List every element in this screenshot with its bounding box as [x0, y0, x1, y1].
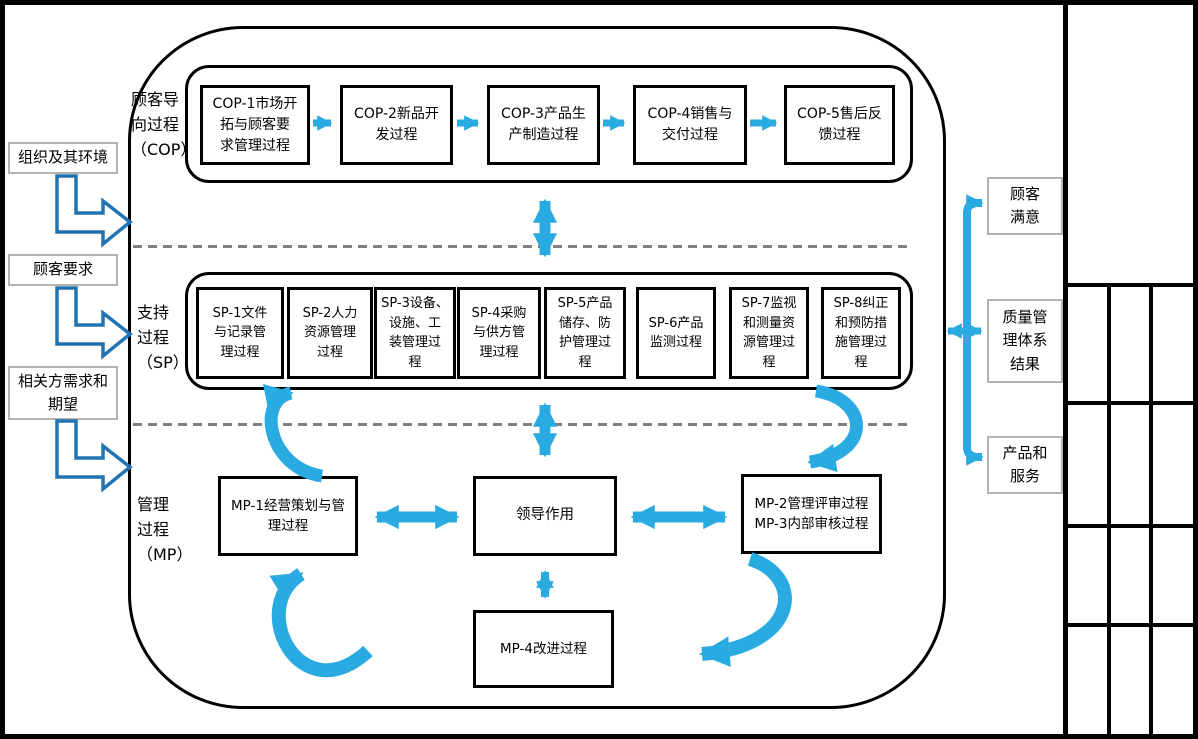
sheet-grid-row-line: [1063, 283, 1198, 287]
output-bracket: [946, 194, 984, 466]
cop-box-1: COP-1市场开 拓与顾客要 求管理过程: [200, 85, 310, 165]
bracket-satisfaction-products: [963, 194, 984, 466]
elbow-arrow-customer-req: [55, 286, 133, 360]
input-box-customer-requirements: 顾客要求: [8, 254, 118, 286]
cop-box-2: COP-2新品开 发过程: [340, 85, 453, 165]
mp2-mp3-box: MP-2管理评审过程 MP-3内部审核过程: [741, 474, 882, 554]
output-box-qms-results: 质量管 理体系 结果: [987, 299, 1063, 383]
cop-box-3: COP-3产品生 产制造过程: [487, 85, 600, 165]
mp1-box: MP-1经营策划与管 理过程: [218, 476, 358, 556]
output-box-products-services: 产品和 服务: [987, 436, 1063, 494]
sheet-grid-col-line: [1149, 283, 1153, 739]
input-elbow-arrows: [55, 174, 133, 493]
elbow-arrow-organization: [55, 174, 133, 248]
output-box-customer-satisfaction: 顾客 满意: [987, 177, 1063, 235]
sp-box-5: SP-5产品 储存、防 护管理过 程: [544, 287, 626, 379]
dashed-separator-top: [133, 245, 912, 248]
sp-box-3: SP-3设备、 设施、工 装管理过 程: [374, 287, 456, 379]
sheet-grid-divider: [1063, 0, 1068, 739]
cop-box-4: COP-4销售与 交付过程: [633, 85, 747, 165]
input-box-organization-environment: 组织及其环境: [8, 142, 118, 174]
leadership-box: 领导作用: [473, 476, 617, 556]
sp-box-7: SP-7监视 和测量资 源管理过 程: [729, 287, 809, 379]
dashed-separator-bottom: [133, 423, 912, 426]
sheet-grid-row-line: [1063, 401, 1198, 405]
sheet-grid-row-line: [1063, 623, 1198, 627]
mp-section-label: 管理 过程 （MP）: [137, 495, 193, 564]
elbow-arrow-interested-parties: [55, 419, 133, 493]
cop-box-5: COP-5售后反 馈过程: [784, 85, 895, 165]
sp-box-4: SP-4采购 与供方管 理过程: [457, 287, 541, 379]
sp-box-1: SP-1文件 与记录管 理过程: [196, 287, 284, 379]
mp4-box: MP-4改进过程: [473, 610, 614, 688]
sp-box-2: SP-2人力 资源管理 过程: [287, 287, 373, 379]
sheet-grid-row-line: [1063, 524, 1198, 528]
cop-section-label: 顾客导 向过程 （COP）: [131, 90, 197, 159]
sp-box-6: SP-6产品 监测过程: [636, 287, 716, 379]
input-box-interested-parties-needs: 相关方需求和 期望: [8, 366, 118, 420]
sheet-grid-col-line: [1107, 283, 1111, 739]
sp-section-label: 支持 过程 （SP）: [137, 303, 189, 372]
sp-box-8: SP-8纠正 和预防措 施管理过 程: [821, 287, 901, 379]
